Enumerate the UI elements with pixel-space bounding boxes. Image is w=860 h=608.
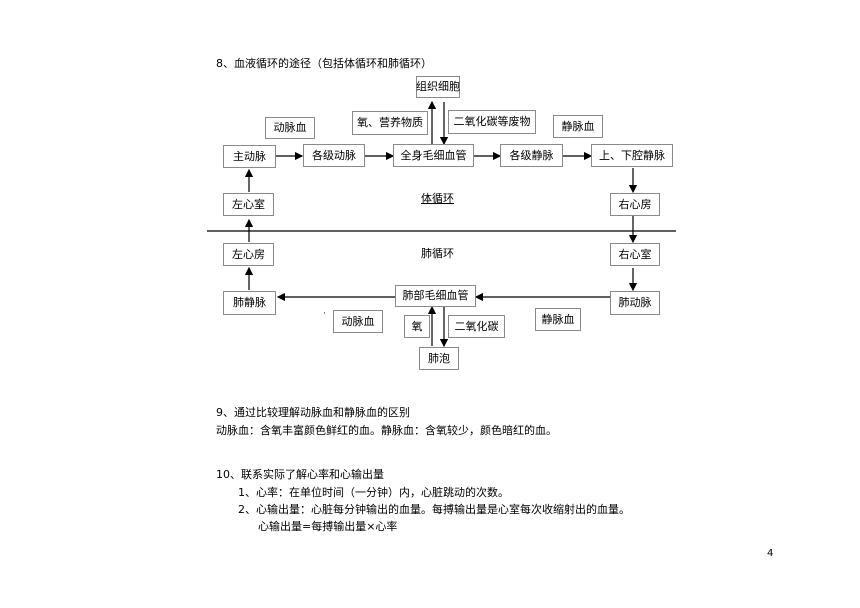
alveoli-box: 肺泡 xyxy=(419,347,459,370)
stray-dot: · xyxy=(323,309,326,319)
co2-waste-box: 二氧化碳等废物 xyxy=(448,110,536,134)
venous-blood-label-bottom: 静脉血 xyxy=(535,308,581,331)
section-8-heading: 8、血液循环的途径（包括体循环和肺循环） xyxy=(216,57,432,70)
pulmonary-circulation-label: 肺循环 xyxy=(421,247,454,260)
arteries-box: 各级动脉 xyxy=(303,144,365,167)
oxygen-nutrients-box: 氧、营养物质 xyxy=(352,111,428,135)
co2-box: 二氧化碳 xyxy=(448,315,505,338)
aorta-box: 主动脉 xyxy=(223,145,276,168)
tissue-cells-box: 组织细胞 xyxy=(416,76,460,98)
veins-box: 各级静脉 xyxy=(500,144,563,167)
body-capillaries-box: 全身毛细血管 xyxy=(393,144,474,167)
page-number: 4 xyxy=(767,548,774,559)
pulmonary-artery-box: 肺动脉 xyxy=(610,291,660,315)
section-10-item-1: 1、心率：在单位时间（一分钟）内，心脏跳动的次数。 xyxy=(238,486,509,499)
arterial-blood-label-top: 动脉血 xyxy=(265,117,315,139)
section-10-item-2: 2、心输出量：心脏每分钟输出的血量。每搏输出量是心室每次收缩射出的血量。 xyxy=(238,503,630,516)
venous-blood-label-top: 静脉血 xyxy=(553,115,603,138)
right-atrium-box: 右心房 xyxy=(610,193,660,216)
oxygen-box: 氧 xyxy=(404,315,430,338)
right-ventricle-box: 右心室 xyxy=(610,243,660,266)
arterial-blood-label-bottom: 动脉血 xyxy=(333,310,383,333)
lung-capillaries-box: 肺部毛细血管 xyxy=(395,285,476,307)
section-10-heading: 10、联系实际了解心率和心输出量 xyxy=(216,468,384,481)
vena-cava-box: 上、下腔静脉 xyxy=(591,144,673,167)
left-ventricle-box: 左心室 xyxy=(223,193,274,216)
cardiac-output-formula: 心输出量=每搏输出量×心率 xyxy=(258,520,398,533)
section-9-heading: 9、通过比较理解动脉血和静脉血的区别 xyxy=(216,406,410,419)
section-9-text: 动脉血：含氧丰富颜色鲜红的血。静脉血：含氧较少，颜色暗红的血。 xyxy=(216,424,557,437)
pulmonary-vein-box: 肺静脉 xyxy=(223,291,276,315)
systemic-circulation-label: 体循环 xyxy=(421,192,454,205)
left-atrium-box: 左心房 xyxy=(223,243,274,266)
